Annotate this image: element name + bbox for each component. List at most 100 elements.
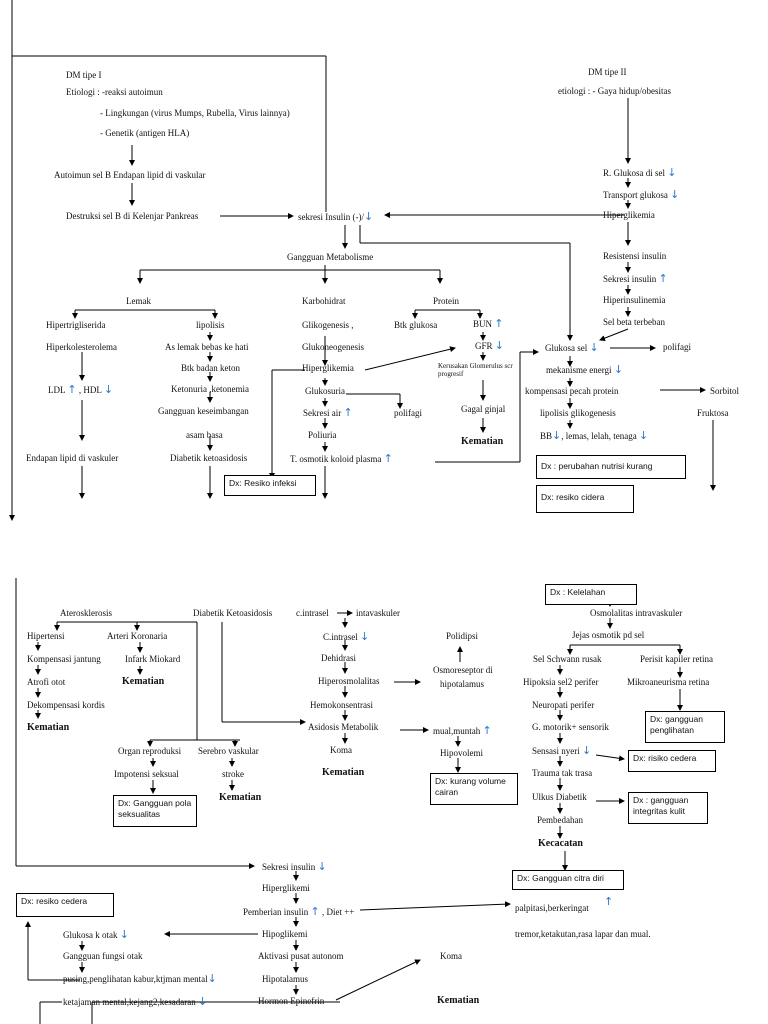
etiologi-dm1-genetik: - Genetik (antigen HLA) [100, 128, 190, 138]
glikogenesis-node: Glikogenesis , [302, 320, 354, 330]
dx-gangguan-penglihatan: Dx: gangguan penglihatan [645, 711, 725, 743]
dx-resiko-infeksi: Dx: Resiko infeksi [224, 475, 316, 496]
kematian-infark-node: Kematian [122, 676, 165, 687]
ldl-hdl-node: LDL ↑ , HDL ↓ [48, 384, 113, 396]
bun-label: BUN [473, 319, 493, 329]
mual-label: mual,muntah [433, 726, 481, 736]
aterosklerosis-node: Aterosklerosis [60, 608, 112, 618]
hiperglikemia-node: Hiperglikemia [302, 363, 354, 373]
etiologi-dm2: etiologi : - Gaya hidup/obesitas [558, 86, 671, 96]
serebro-vaskular-node: Serebro vaskular [198, 746, 259, 756]
r-glukosa-node: R. Glukosa di sel ↓ [603, 167, 676, 179]
intravaskuler-node: intavaskuler [356, 608, 400, 618]
koma-node: Koma [330, 745, 352, 755]
hipoglikemi-node: Hipoglikemi [262, 929, 308, 939]
etiologi-dm1: Etiologi : -reaksi autoimun [66, 87, 163, 97]
bb-label: BB [540, 431, 553, 441]
sekresi-insulin-dm2-node: Sekresi insulin ↑ [603, 273, 668, 285]
bb-node: BB↓, lemas, lelah, tenaga ↓ [540, 430, 648, 442]
up-arrow-icon: ↑ [383, 452, 393, 465]
kematian-koma-node: Kematian [322, 767, 365, 778]
sensasi-nyeri-node: Sensasi nyeri ↓ [532, 745, 591, 757]
neuropati-node: Neuropati perifer [532, 700, 595, 710]
sel-beta-node: Sel beta terbeban [603, 317, 665, 327]
dekompensasi-node: Dekompensasi kordis [27, 700, 105, 710]
dehidrasi-node: Dehidrasi [321, 653, 356, 663]
up-arrow-icon: ↑ [482, 724, 492, 737]
jejas-osmotik-node: Jejas osmotik pd sel [572, 630, 645, 640]
hiperinsulinemia-node: Hiperinsulinemia [603, 295, 666, 305]
pemberian-insulin-node: Pemberian insulin ↑ , Diet ++ [243, 906, 354, 918]
ulkus-node: Ulkus Diabetik [532, 792, 587, 802]
pusing-label: pusing,penglihatan kabur,ktjman mental [63, 974, 208, 984]
dx-kurang-volume: Dx: kurang volume cairan [430, 773, 518, 805]
up-arrow-icon: ↑ [494, 317, 504, 330]
asidosis-node: Asidosis Metabolik [308, 722, 379, 732]
hemokonsentrasi-node: Hemokonsentrasi [310, 700, 373, 710]
mekanisme-energi-label: mekanisme energi [546, 365, 612, 375]
dm2-title: DM tipe II [588, 67, 627, 77]
hdl-label: , HDL [78, 385, 102, 395]
kematian-stroke-node: Kematian [219, 792, 262, 803]
polidipsi-node: Polidipsi [446, 631, 479, 641]
c-intrasel-node: c.intrasel [296, 608, 329, 618]
sekresi-air-node: Sekresi air ↑ [303, 407, 353, 419]
hipotalamus-node: hipotalamus [440, 679, 484, 689]
resistensi-node: Resistensi insulin [603, 251, 667, 261]
ketajaman-label: ketajaman mental,kejang2,kesadaran [63, 997, 196, 1007]
glukosa-otak-label: Glukosa k otak [63, 930, 118, 940]
atrofi-otot-node: Atrofi otot [27, 677, 66, 687]
r-glukosa-label: R. Glukosa di sel [603, 168, 665, 178]
mekanisme-energi-node: mekanisme energi ↓ [546, 364, 623, 376]
down-arrow-icon: ↓ [582, 744, 592, 757]
perisit-node: Perisit kapiler retina [640, 654, 713, 664]
dx-kelelahan: Dx : Kelelahan [545, 584, 637, 605]
glukosa-otak-node: Glukosa k otak ↓ [63, 929, 129, 941]
kematian-dekompensasi-node: Kematian [27, 722, 70, 733]
palpitasi-node: palpitasi,berkeringat [515, 903, 589, 913]
c-intrasel-2-node: C.intrasel ↓ [323, 631, 369, 643]
glukosa-sel-label: Glukosa sel [545, 343, 588, 353]
dx-risiko-cedera-middle: Dx: risiko cedera [628, 750, 716, 772]
kerusakan-glomerulus-node: Kerusakan Glomerulus scr progresif [438, 362, 513, 378]
dm1-title: DM tipe I [66, 70, 102, 80]
gangguan-metabolisme-node: Gangguan Metabolisme [287, 252, 374, 262]
kematian-node: Kematian [461, 436, 504, 447]
kompensasi-node: kompensasi pecah protein [525, 386, 619, 396]
ketajaman-node: ketajaman mental,kejang2,kesadaran ↓ [63, 996, 207, 1008]
diet-label: , Diet ++ [321, 907, 355, 917]
pemberian-insulin-label: Pemberian insulin [243, 907, 309, 917]
mual-node: mual,muntah ↑ [433, 725, 492, 737]
down-arrow-icon: ↓ [103, 383, 114, 396]
up-arrow-icon: ↑ [310, 905, 320, 918]
hormon-epinefrin-node: Hormon Epinefrin [258, 996, 325, 1006]
lemas-label: , lemas, lelah, tenaga [561, 431, 637, 441]
kompensasi-jantung-node: Kompensasi jantung [27, 654, 101, 664]
btk-keton-node: Btk badan keton [181, 363, 240, 373]
transport-node: Transport glukosa ↓ [603, 189, 679, 201]
transport-label: Transport glukosa [603, 190, 668, 200]
aktivasi-node: Aktivasi pusat autonom [258, 951, 344, 961]
osmolalitas-node: Osmolalitas intravaskuler [590, 608, 683, 618]
up-arrow-icon: ↑ [658, 272, 668, 285]
hipertrigliserida-node: Hipertrigliserida [46, 320, 106, 330]
dka-middle-node: Diabetik Ketoasidosis [193, 608, 273, 618]
endapan-lipid-node: Endapan lipid di vaskuler [26, 453, 119, 463]
down-arrow-icon: ↓ [207, 972, 217, 985]
etiologi-dm1-lingkungan: - Lingkungan (virus Mumps, Rubella, Viru… [100, 108, 290, 118]
arteri-koronaria-node: Arteri Koronaria [107, 631, 168, 641]
pembedahan-node: Pembedahan [537, 815, 583, 825]
gangguan-otak-node: Gangguan fungsi otak [63, 951, 143, 961]
infark-node: Infark Miokard [125, 654, 181, 664]
autoimun-node: Autoimun sel B Endapan lipid di vaskular [54, 170, 206, 180]
karbohidrat-node: Karbohidrat [302, 296, 346, 306]
bun-node: BUN ↑ [473, 318, 503, 330]
dka-node: Diabetik ketoasidosis [170, 453, 248, 463]
ldl-label: LDL [48, 385, 66, 395]
sorbitol-node: Sorbitol [710, 386, 740, 396]
fruktosa-node: Fruktosa [697, 408, 729, 418]
trauma-node: Trauma tak trasa [532, 768, 593, 778]
kecacatan-node: Kecacatan [538, 838, 583, 849]
